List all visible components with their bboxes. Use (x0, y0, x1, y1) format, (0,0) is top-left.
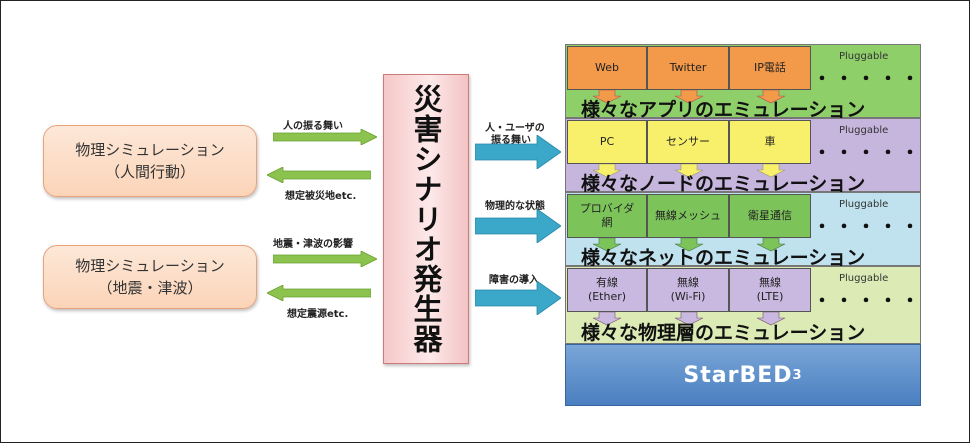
net-cell-provider-label: プロバイダ網 (579, 202, 635, 229)
node-cell-car: 車 (729, 120, 811, 164)
label-assumed-disaster-area: 想定被災地etc. (285, 191, 357, 202)
net-cell-satellite: 衛星通信 (729, 194, 811, 238)
net-arrows (567, 237, 813, 256)
label-assumed-epicenter: 想定震源etc. (287, 309, 349, 320)
app-pluggable-label: Pluggable (839, 51, 889, 62)
sim1-subtitle: （人間行動） (104, 163, 195, 181)
node-arrows (567, 163, 813, 182)
blue-arrow-2 (474, 208, 562, 247)
phy-layer-title: 様々な物理層のエミュレーション (581, 322, 866, 344)
blue-arrow-3 (474, 280, 562, 319)
net-cell-wireless-mesh-label: 無線メッシュ (655, 209, 721, 222)
node-cell-pc: PC (567, 120, 647, 164)
sim2-subtitle: （地震・津波） (97, 279, 203, 297)
phy-ellipsis: ・・・・・ (813, 291, 923, 312)
net-cell-wireless-mesh: 無線メッシュ (647, 194, 729, 238)
green-arrow-left-1 (267, 167, 371, 183)
sim1-title: 物理シミュレーション (75, 141, 225, 159)
label-user-behavior-2: 振る舞い (491, 135, 531, 146)
app-cell-twitter: Twitter (647, 46, 729, 90)
net-ellipsis: ・・・・・ (813, 217, 923, 238)
disaster-scenario-generator: 災害シナリオ発生器 (383, 74, 469, 364)
node-cell-sensor: センサー (647, 120, 729, 164)
phy-cell-lte: 無線 (LTE) (729, 268, 811, 312)
green-arrow-left-2 (267, 285, 371, 301)
app-arrows (567, 89, 813, 108)
net-layer-title: 様々なネットのエミュレーション (581, 247, 866, 269)
node-ellipsis: ・・・・・ (813, 143, 923, 164)
physics-sim-human-box: 物理シミュレーション （人間行動） (43, 125, 257, 197)
label-fault-injection: 障害の導入 (489, 275, 539, 286)
app-ellipsis: ・・・・・ (813, 69, 923, 90)
green-arrow-right-2 (273, 251, 377, 267)
app-cell-ip-phone: IP電話 (729, 46, 811, 90)
net-cell-provider: プロバイダ網 (567, 194, 647, 238)
app-layer-title: 様々なアプリのエミュレーション (581, 99, 866, 121)
phy-pluggable-label: Pluggable (839, 273, 889, 284)
physics-sim-quake-box: 物理シミュレーション （地震・津波） (43, 245, 257, 309)
phy-arrows (567, 311, 813, 330)
app-cell-web: Web (567, 46, 647, 90)
starbed-superscript: 3 (792, 367, 803, 383)
label-quake-tsunami-effect: 地震・津波の影響 (273, 239, 353, 250)
phy-cell-wired: 有線 (Ether) (567, 268, 647, 312)
label-user-behavior-1: 人・ユーザの (485, 123, 545, 134)
green-arrow-right-1 (273, 129, 377, 145)
label-physical-state: 物理的な状態 (485, 201, 545, 212)
node-pluggable-label: Pluggable (839, 125, 889, 136)
node-layer-title: 様々なノードのエミュレーション (581, 173, 866, 195)
label-human-behavior: 人の振る舞い (283, 121, 343, 132)
net-pluggable-label: Pluggable (839, 199, 889, 210)
phy-cell-wifi: 無線 (Wi-Fi) (647, 268, 729, 312)
blue-arrow-1 (474, 134, 562, 173)
starbed-name: StarBED (683, 362, 793, 388)
sim2-title: 物理シミュレーション (75, 257, 225, 275)
